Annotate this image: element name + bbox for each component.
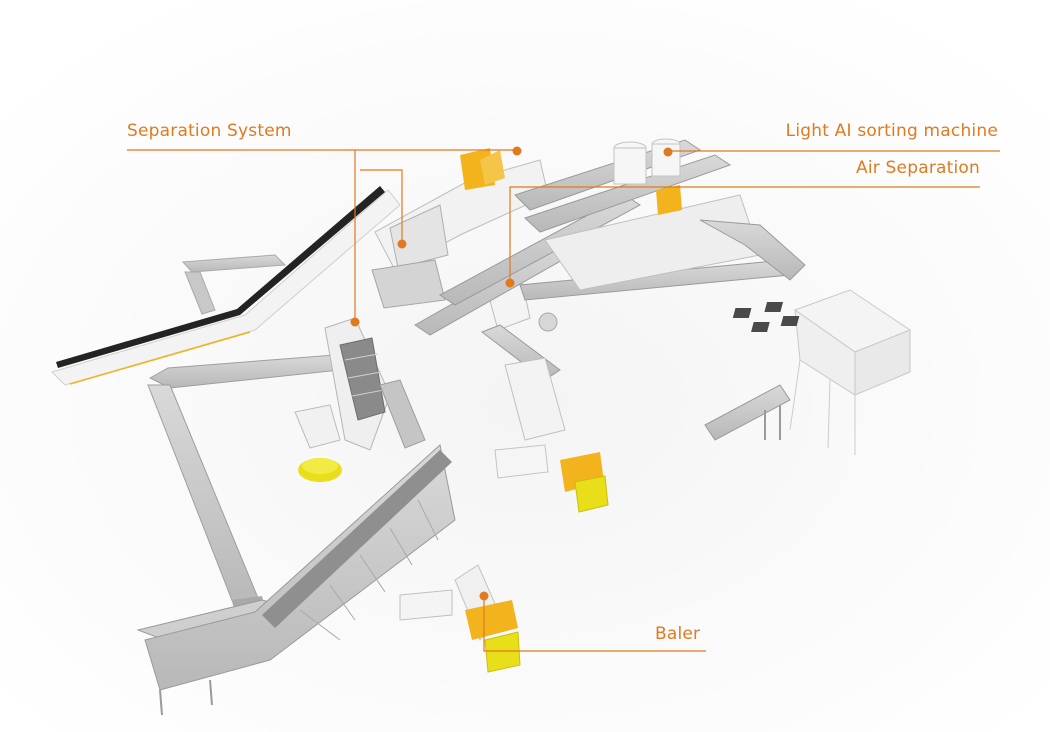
right-storage-silo bbox=[704, 289, 912, 455]
ribbed-incline-conveyor bbox=[136, 444, 456, 716]
separation-dot-top bbox=[512, 146, 522, 156]
air-separation-dot bbox=[505, 278, 515, 288]
separation-leader-center bbox=[360, 169, 403, 242]
light-ai-sorting-machine-label: Light AI sorting machine bbox=[785, 121, 998, 141]
leader-lines bbox=[127, 149, 1000, 652]
light-ai-dot bbox=[663, 147, 673, 157]
baler-lower bbox=[399, 564, 521, 673]
ai-sorting-machine bbox=[613, 138, 682, 215]
baler-label: Baler bbox=[655, 624, 701, 644]
separation-unit-left bbox=[324, 317, 426, 451]
dark-inclined-conveyor bbox=[51, 186, 401, 386]
marker-dots bbox=[350, 146, 673, 601]
feeder-conveyor-left bbox=[181, 254, 287, 315]
separation-system-label: Separation System bbox=[127, 121, 292, 141]
baler-dot bbox=[479, 591, 489, 601]
baler-middle bbox=[494, 444, 609, 513]
baler-leader bbox=[483, 596, 706, 652]
yellow-disc-separator bbox=[294, 404, 342, 482]
right-platform-frame bbox=[544, 194, 806, 291]
separation-dot-center bbox=[397, 239, 407, 249]
separation-dot-left bbox=[350, 317, 360, 327]
air-separation-label: Air Separation bbox=[856, 158, 980, 178]
air-separation-leader bbox=[509, 186, 980, 283]
